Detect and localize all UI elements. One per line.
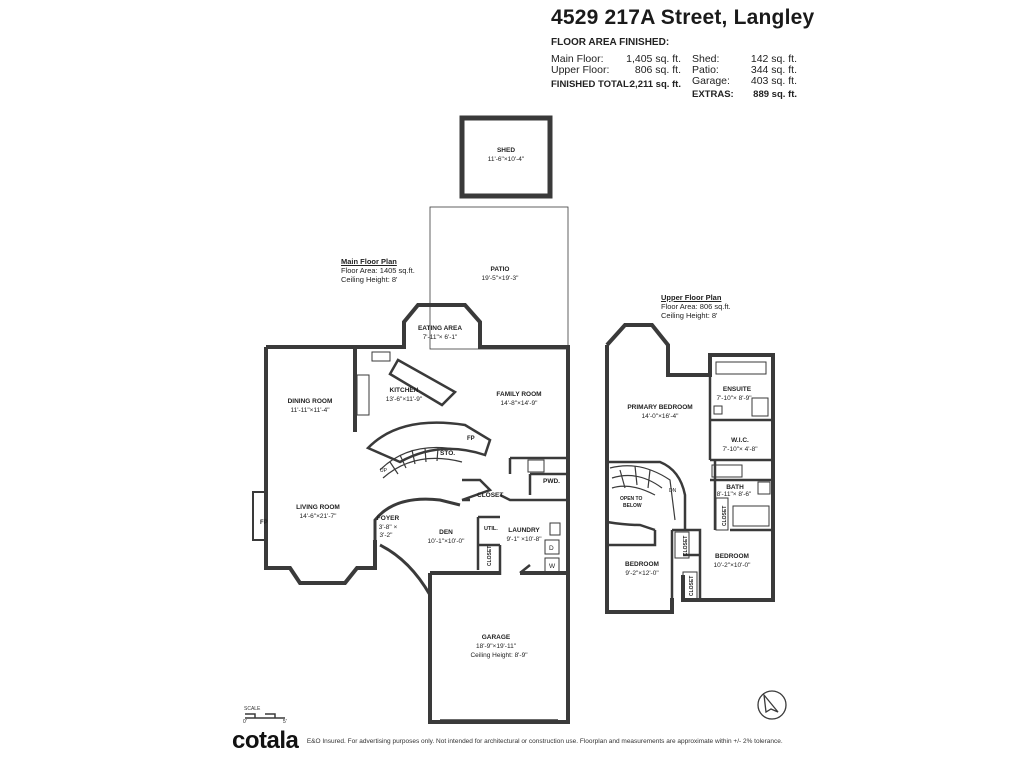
bath-toilet bbox=[757, 481, 771, 495]
primary-bedroom-dim: 14'-0"×16'-4" bbox=[642, 413, 680, 420]
footer: cotala E&O Insured. For advertising purp… bbox=[232, 727, 783, 755]
foyer-label: FOYER bbox=[377, 515, 400, 522]
bath-tub bbox=[732, 505, 770, 527]
eating-area-dim: 7'-11"× 6'-1" bbox=[423, 334, 458, 341]
dryer-label: D bbox=[549, 545, 554, 552]
dining-room-dim: 11'-11"×11'-4" bbox=[290, 407, 330, 414]
kitchen-label: KITCHEN bbox=[390, 387, 419, 394]
bath-label: BATH bbox=[726, 484, 744, 491]
cotala-logo: cotala bbox=[232, 727, 299, 754]
open-to-below-1: OPEN TO bbox=[620, 496, 643, 502]
open-to-below-2: BELOW bbox=[623, 503, 642, 509]
upper-stair-outline bbox=[606, 460, 687, 532]
powder-sink bbox=[527, 459, 545, 473]
ensuite-label: ENSUITE bbox=[723, 386, 752, 393]
closet-upper-3: CLOSET bbox=[722, 506, 728, 526]
upper-closet-bed3b bbox=[682, 571, 698, 601]
scale-bar bbox=[245, 713, 285, 719]
dryer bbox=[544, 539, 560, 555]
storage-label: STO. bbox=[440, 450, 455, 457]
stairs-up-label: UP bbox=[380, 468, 388, 474]
property-title: 4529 217A Street, Langley bbox=[551, 6, 815, 29]
upper-closet-bed3a bbox=[674, 531, 690, 559]
ensuite-sink bbox=[713, 405, 723, 415]
upper-stairs bbox=[609, 465, 676, 521]
garage-dim: 18'-9"×19'-11" bbox=[476, 643, 517, 650]
laundry-sink bbox=[549, 522, 561, 536]
dining-room-label: DINING ROOM bbox=[288, 398, 333, 405]
bath-vanity bbox=[711, 464, 743, 478]
garage-ceiling: Ceiling Height: 8'-9" bbox=[470, 652, 528, 659]
main-stairs bbox=[379, 446, 463, 479]
wic-dim: 7'-10"× 4'-8" bbox=[722, 446, 758, 453]
upper-floor-notes: Upper Floor Plan Floor Area: 806 sq.ft. … bbox=[661, 293, 731, 320]
den-label: DEN bbox=[439, 529, 453, 536]
bedroom-2-label: BEDROOM bbox=[625, 561, 659, 568]
wic-label: W.I.C. bbox=[731, 437, 749, 444]
closet-upper-1: CLOSET bbox=[683, 536, 689, 556]
ensuite-tub bbox=[715, 361, 767, 375]
fireplace-family-label: FP bbox=[467, 436, 475, 442]
family-room-dim: 14'-8"×14'-9" bbox=[501, 400, 539, 407]
range bbox=[371, 351, 391, 362]
family-room-label: FAMILY ROOM bbox=[496, 391, 541, 398]
scale-five: 5' bbox=[283, 719, 287, 725]
bedroom-3-dim: 10'-2"×10'-0" bbox=[714, 562, 752, 569]
living-room-dim: 14'-6"×21'-7" bbox=[300, 513, 338, 520]
den-dim: 10'-1"×10'-0" bbox=[428, 538, 466, 545]
primary-bedroom-label: PRIMARY BEDROOM bbox=[627, 404, 692, 411]
shed-label: SHED bbox=[497, 147, 515, 154]
patio-dim: 19'-5"×19'-3" bbox=[482, 275, 520, 282]
scale-legend: SCALE bbox=[244, 706, 261, 712]
disclaimer-text: E&O Insured. For advertising purposes on… bbox=[306, 737, 783, 745]
ensuite-dim: 7'-10"× 8'-9" bbox=[716, 395, 752, 402]
interior-walls bbox=[461, 456, 568, 575]
utility-label: UTIL. bbox=[484, 526, 498, 532]
eating-area-label: EATING AREA bbox=[418, 325, 462, 332]
compass-circle bbox=[757, 690, 787, 720]
upper-interior bbox=[607, 375, 773, 612]
laundry-label: LAUNDRY bbox=[508, 527, 540, 534]
foyer-curve bbox=[373, 497, 461, 540]
fireplace-main bbox=[252, 491, 268, 541]
kitchen-island bbox=[388, 358, 458, 407]
foyer-dim-1: 3'-8" × bbox=[379, 524, 398, 531]
closet-upper-2: CLOSET bbox=[689, 576, 695, 596]
laundry-dim: 9'-1" ×10'-8" bbox=[506, 536, 542, 543]
fireplace-main-label: FP bbox=[260, 520, 268, 526]
garage-label: GARAGE bbox=[482, 634, 511, 641]
garage-walls bbox=[428, 571, 570, 724]
shed-outline bbox=[459, 115, 553, 199]
living-room-label: LIVING ROOM bbox=[296, 504, 340, 511]
stairs-down-label: DN bbox=[669, 488, 677, 494]
floor-area-header: FLOOR AREA FINISHED: bbox=[551, 37, 670, 48]
scale-zero: 0' bbox=[243, 719, 247, 725]
main-floor-notes: Main Floor Plan Floor Area: 1405 sq.ft. … bbox=[341, 257, 415, 284]
closet-den-label: CLOSET bbox=[487, 546, 493, 566]
compass-arrow bbox=[763, 692, 779, 714]
fridge bbox=[356, 374, 370, 416]
den-curve bbox=[379, 543, 432, 596]
powder-room-label: PWD. bbox=[543, 478, 560, 485]
shed-dim: 11'-6"×10'-4" bbox=[488, 156, 525, 163]
bath-dim: 8'-11"× 8'-6" bbox=[717, 491, 752, 498]
washer bbox=[544, 557, 560, 573]
kitchen-dim: 13'-6"×11'-9" bbox=[386, 396, 423, 403]
upper-closet-bath bbox=[715, 497, 729, 531]
patio-label: PATIO bbox=[491, 266, 510, 273]
kitchen-counter bbox=[365, 421, 492, 464]
foyer-dim-2: 3'-2" bbox=[380, 532, 394, 539]
bedroom-2-dim: 9'-2"×12'-0" bbox=[625, 570, 659, 577]
closet-main-label: CLOSET bbox=[477, 492, 503, 499]
bedroom-3-label: BEDROOM bbox=[715, 553, 749, 560]
ensuite-shower bbox=[751, 397, 769, 417]
washer-label: W bbox=[549, 563, 556, 570]
